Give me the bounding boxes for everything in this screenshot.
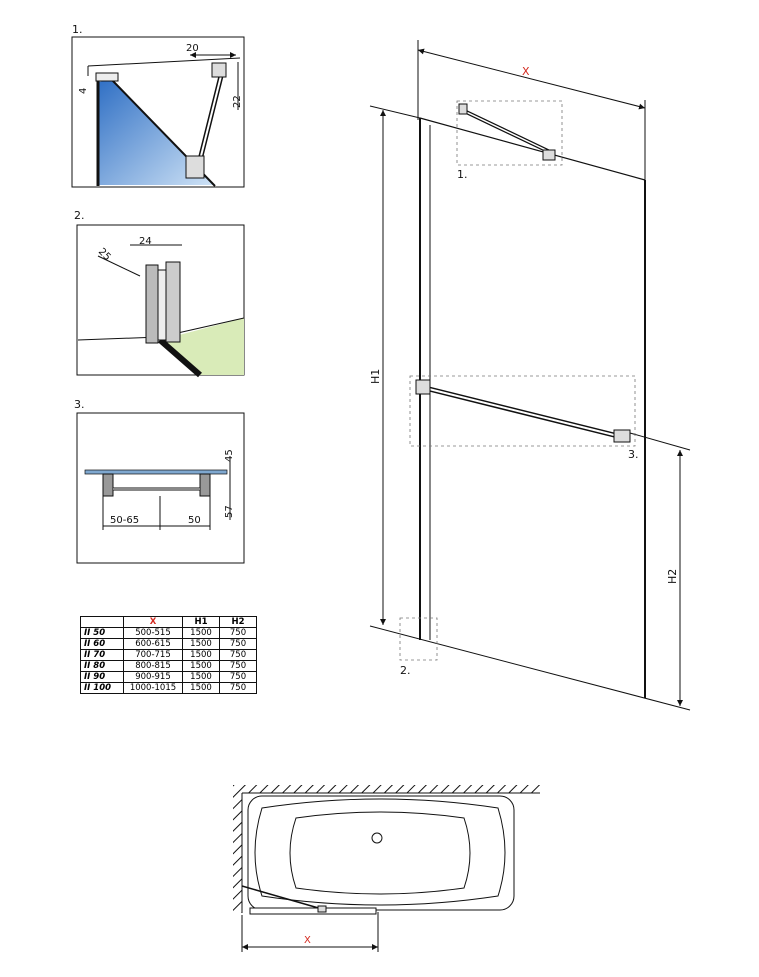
plan-dim-x: X: [304, 935, 311, 946]
row-h1: 1500: [182, 660, 220, 672]
detail-3: 3. 45 57 50-65 50: [74, 398, 245, 564]
row-h1: 1500: [182, 638, 220, 650]
detail-1: 1. 20 4 22: [71, 23, 245, 188]
bathtub-outline: [247, 795, 515, 911]
main-dim-h1: H1: [369, 369, 382, 384]
row-x: 500-515: [123, 627, 183, 639]
row-model: II 90: [80, 671, 124, 683]
plan-wall-left: [233, 785, 242, 913]
detail-2-frame: [76, 224, 245, 376]
row-h1: 1500: [182, 682, 220, 694]
row-h1: 1500: [182, 627, 220, 639]
table-row: II 50 500-515 1500 750: [80, 627, 257, 639]
detail-3-dim-a: 45: [224, 449, 235, 462]
detail-3-dim-d: 50: [188, 515, 201, 526]
drain-icon: [371, 832, 383, 844]
plan-wall-top: [242, 785, 540, 793]
main-elevation: X H1 H2 1. 2. 3.: [369, 40, 691, 711]
row-x: 1000-1015: [123, 682, 183, 694]
detail-1-dim-a: 20: [186, 43, 199, 54]
detail-1-dim-c: 22: [232, 95, 243, 108]
table-row: II 80 800-815 1500 750: [80, 660, 257, 672]
callout-2: 2.: [400, 664, 411, 677]
table-row: II 70 700-715 1500 750: [80, 649, 257, 661]
detail-3-label: 3.: [74, 398, 85, 411]
row-model: II 100: [80, 682, 124, 694]
detail-2-dim-a: 24: [139, 236, 152, 247]
row-x: 700-715: [123, 649, 183, 661]
detail-1-frame: [71, 36, 245, 188]
row-x: 800-815: [123, 660, 183, 672]
detail-3-frame: [76, 412, 245, 564]
detail-2: 2. 24 25: [74, 209, 245, 378]
detail-3-dim-c: 50-65: [110, 515, 139, 526]
table-header: H1: [182, 616, 220, 628]
row-h2: 750: [219, 627, 257, 639]
table-header: [80, 616, 124, 628]
row-h2: 750: [219, 671, 257, 683]
row-h2: 750: [219, 638, 257, 650]
detail-3-glass: [84, 469, 228, 475]
callout-1: 1.: [457, 168, 468, 181]
callout-3: 3.: [628, 448, 639, 461]
row-h2: 750: [219, 682, 257, 694]
detail-3-dim-b: 57: [224, 505, 235, 518]
detail-2-dim-b: 25: [96, 246, 113, 263]
row-h2: 750: [219, 660, 257, 672]
table-row: II 90 900-915 1500 750: [80, 671, 257, 683]
detail-1-dim-b: 4: [78, 88, 89, 94]
main-dim-x: X: [522, 65, 530, 78]
table-header-row: X H1 H2: [80, 616, 257, 628]
table-header: X: [123, 616, 183, 628]
row-h1: 1500: [182, 671, 220, 683]
detail-2-floor: [160, 318, 244, 375]
row-model: II 70: [80, 649, 124, 661]
row-model: II 60: [80, 638, 124, 650]
table-row: II 100 1000-1015 1500 750: [80, 682, 257, 694]
detail-1-label: 1.: [72, 23, 83, 36]
row-model: II 50: [80, 627, 124, 639]
plan-view: X: [233, 785, 540, 952]
row-h1: 1500: [182, 649, 220, 661]
row-x: 900-915: [123, 671, 183, 683]
detail-2-label: 2.: [74, 209, 85, 222]
spec-table: X H1 H2 II 50 500-515 1500 750 II 60 600…: [80, 616, 257, 694]
row-model: II 80: [80, 660, 124, 672]
table-row: II 60 600-615 1500 750: [80, 638, 257, 650]
row-h2: 750: [219, 649, 257, 661]
table-header: H2: [219, 616, 257, 628]
main-dim-h2: H2: [666, 569, 679, 584]
row-x: 600-615: [123, 638, 183, 650]
